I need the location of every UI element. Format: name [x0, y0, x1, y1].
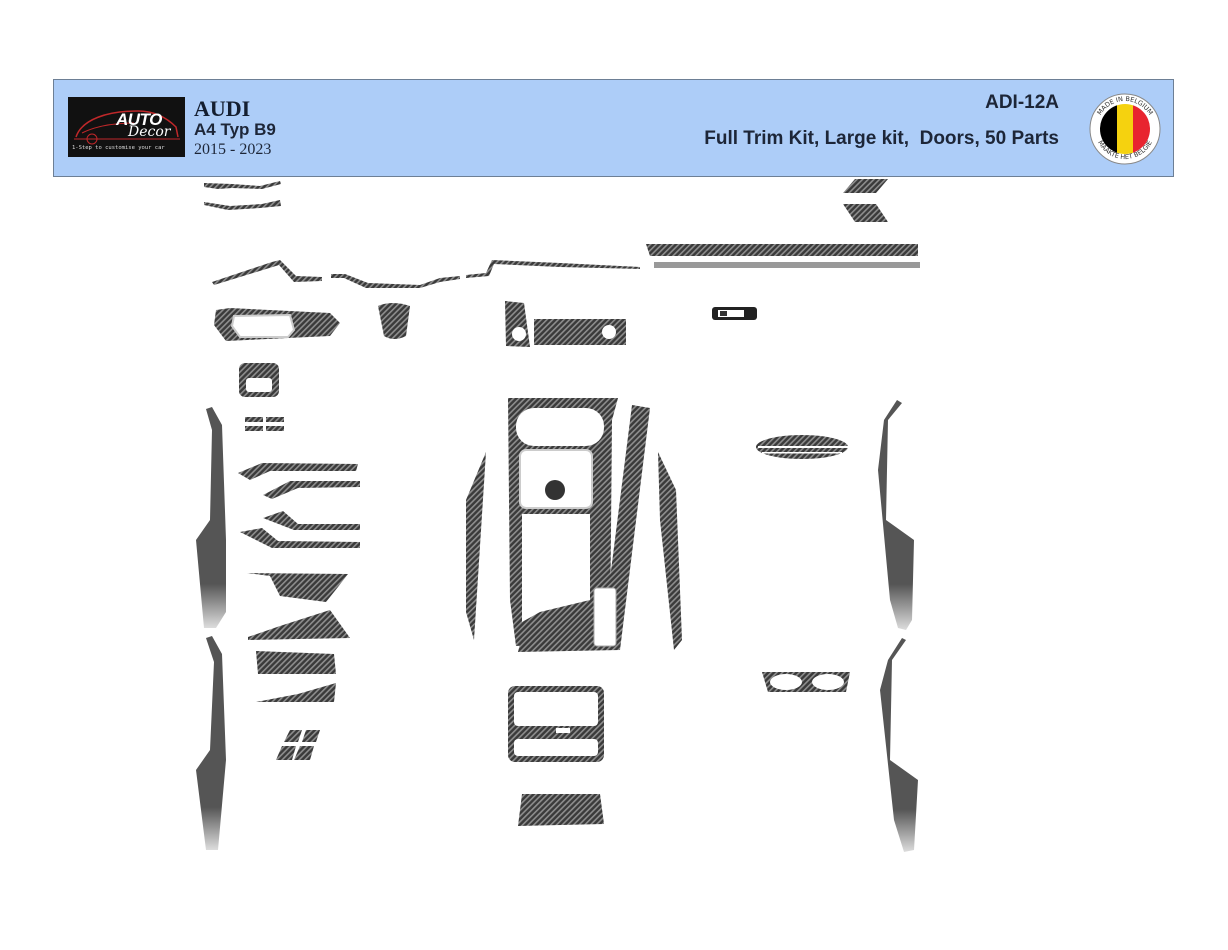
logo-tagline: 1-Step to customise your car: [72, 145, 165, 151]
vent-slat-piece: [756, 435, 854, 459]
dash-right-strip: [646, 244, 920, 268]
product-code: ADI-12A: [985, 92, 1059, 113]
product-description: Full Trim Kit, Large kit, Doors, 50 Part…: [704, 128, 1059, 149]
gear-side-strip: [518, 405, 650, 652]
four-square-pieces: [276, 730, 320, 760]
window-switch-surrounds: [247, 573, 350, 702]
right-rear-door-panel: [880, 638, 918, 852]
car-silhouette-icon: [74, 110, 180, 145]
logo-decor-text: Decor: [128, 124, 171, 140]
rear-vent-frame: [508, 686, 604, 762]
door-switch-pieces: [245, 417, 284, 431]
car-model: A4 Typ B9: [194, 120, 276, 139]
center-dash-pieces: [505, 301, 626, 347]
brand-logo: AUTO Decor 1-Step to customise your car: [68, 97, 185, 157]
vent-chevron-pieces: [843, 179, 888, 222]
product-header-banner: AUTO Decor 1-Step to customise your car …: [53, 79, 1174, 177]
twin-vent-surround: [762, 672, 850, 692]
console-right-strip: [658, 452, 682, 650]
car-make: AUDI: [194, 96, 251, 121]
made-in-belgium-badge-icon: MADE IN BELGIUM MAAKTE HET BELGIE: [1089, 93, 1161, 165]
dash-strip-top-left: [204, 181, 281, 210]
rear-tray-piece: [518, 794, 604, 826]
small-frame-piece: [239, 363, 279, 397]
door-handle-strips: [238, 463, 360, 548]
right-front-door-panel: [878, 400, 914, 630]
window-switch-piece: [712, 307, 757, 320]
console-left-strip: [466, 452, 486, 640]
logo-auto-text: AUTO: [116, 110, 162, 129]
cluster-surround: [214, 308, 340, 341]
dash-long-strip: [212, 260, 640, 288]
center-console-panel: [508, 398, 618, 646]
car-years: 2015 - 2023: [194, 141, 272, 158]
left-front-door-panel: [196, 407, 226, 628]
steering-wheel-piece: [378, 303, 410, 339]
left-rear-door-panel: [196, 636, 226, 850]
